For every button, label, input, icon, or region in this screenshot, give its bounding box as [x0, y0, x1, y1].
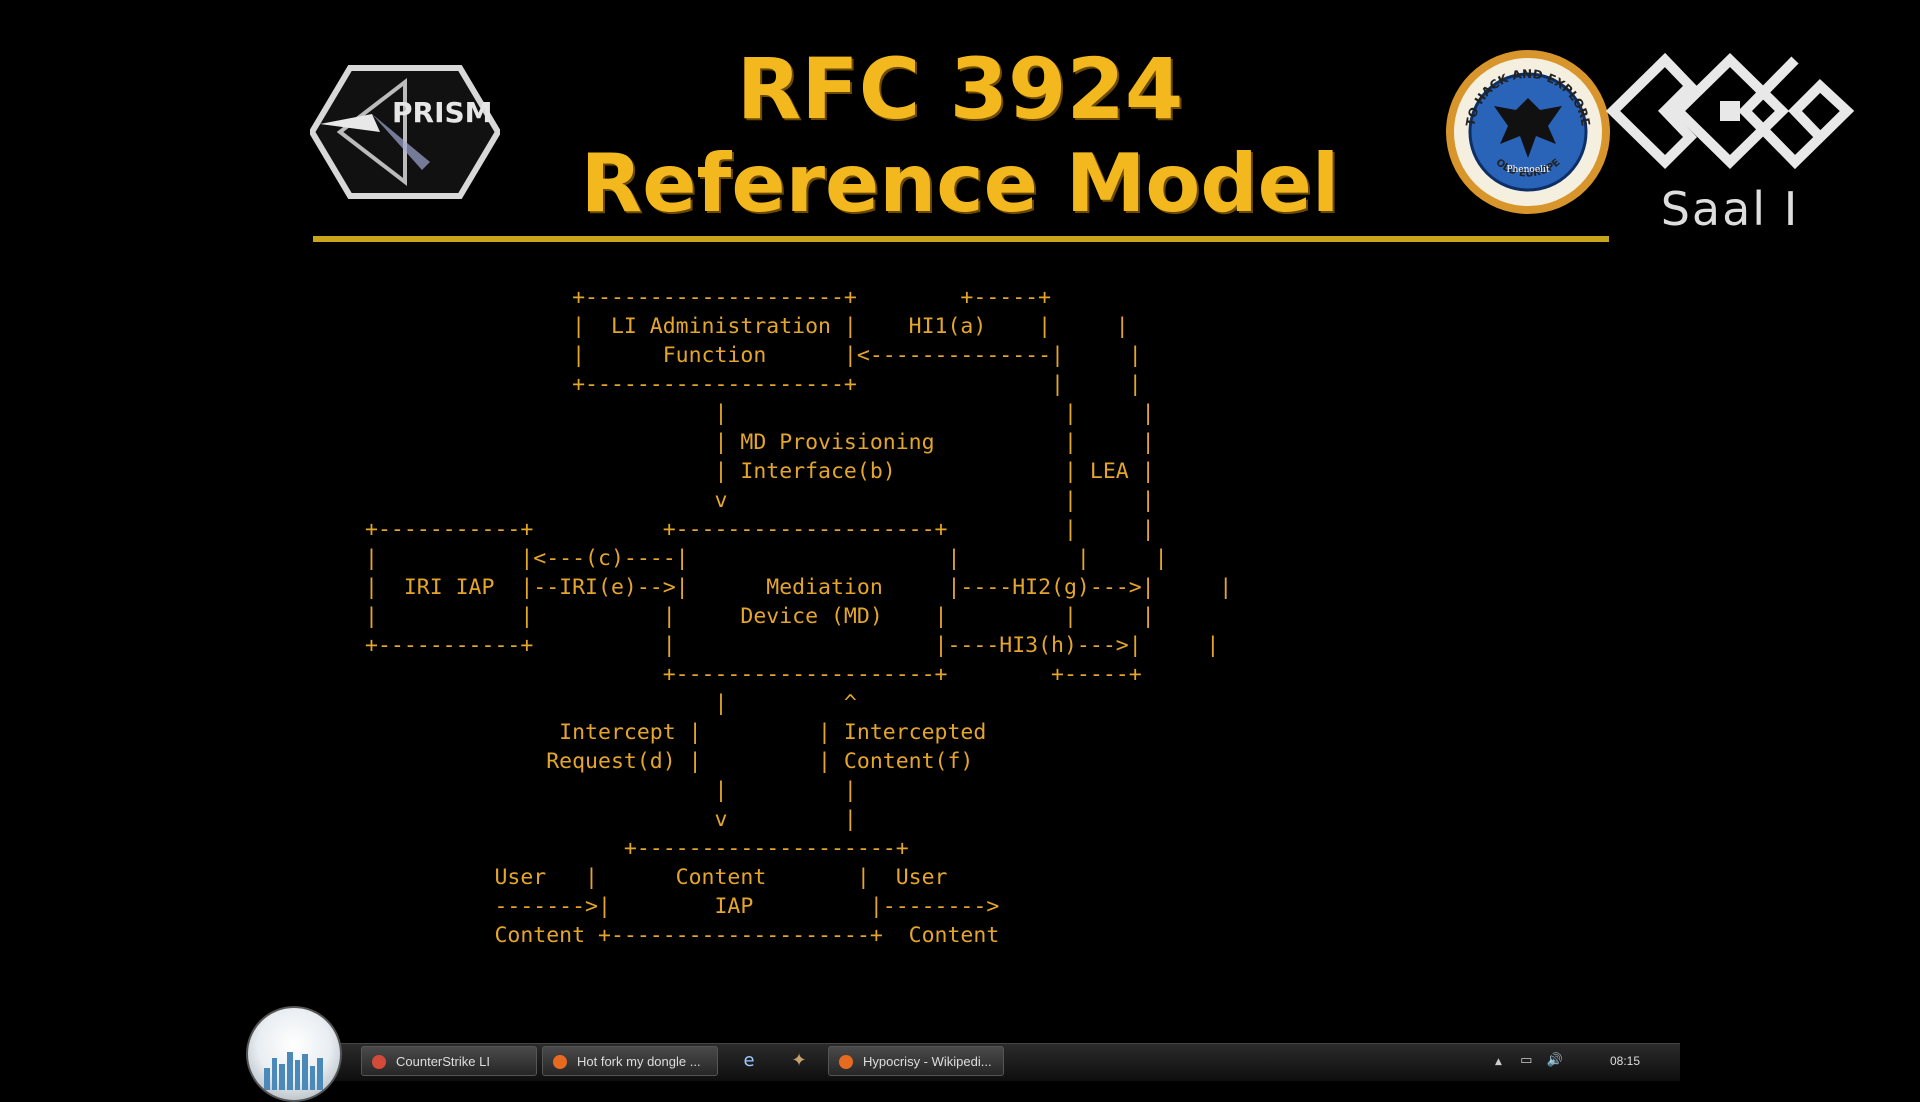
eagle-icon: [1494, 98, 1562, 158]
firefox-icon: [839, 1055, 853, 1069]
city-skyline-icon: [264, 1052, 323, 1090]
title-line-1: RFC 3924: [736, 40, 1184, 138]
firefox-icon: [553, 1055, 567, 1069]
system-tray: ▲ ▭ 🔊: [1495, 1048, 1563, 1074]
taskbar-item-hypocrisy[interactable]: Hypocrisy - Wikipedi...: [828, 1046, 1004, 1076]
phenoelit-badge: TO HACK AND EXPLORE OLD EUROPE Phenoelit: [1446, 50, 1610, 214]
reference-model-diagram: +--------------------+ +-----+ | LI Admi…: [365, 285, 1233, 948]
clock[interactable]: 08:15: [1609, 1054, 1641, 1068]
title-line-2: Reference Model: [580, 137, 1340, 230]
network-icon[interactable]: ▭: [1520, 1053, 1533, 1068]
taskbar-item-hot-fork[interactable]: Hot fork my dongle ...: [542, 1046, 718, 1076]
prism-logo: PRISM: [310, 65, 500, 199]
start-button[interactable]: [246, 1006, 342, 1102]
slide-title: RFC 3924 Reference Model: [560, 42, 1360, 232]
room-label: Saal I: [1660, 182, 1800, 236]
title-divider: [313, 236, 1609, 242]
ccc-logo: [1605, 52, 1855, 170]
counterstrike-icon: [372, 1055, 386, 1069]
tray-expand-icon[interactable]: ▲: [1495, 1057, 1502, 1067]
svg-text:Phenoelit: Phenoelit: [1506, 165, 1549, 175]
volume-icon[interactable]: 🔊: [1546, 1053, 1563, 1068]
svg-text:PRISM: PRISM: [392, 96, 493, 129]
bird-icon[interactable]: ✦: [791, 1050, 807, 1071]
internet-explorer-icon[interactable]: e: [743, 1050, 755, 1071]
taskbar-item-counterstrike[interactable]: CounterStrike LI: [361, 1046, 537, 1076]
